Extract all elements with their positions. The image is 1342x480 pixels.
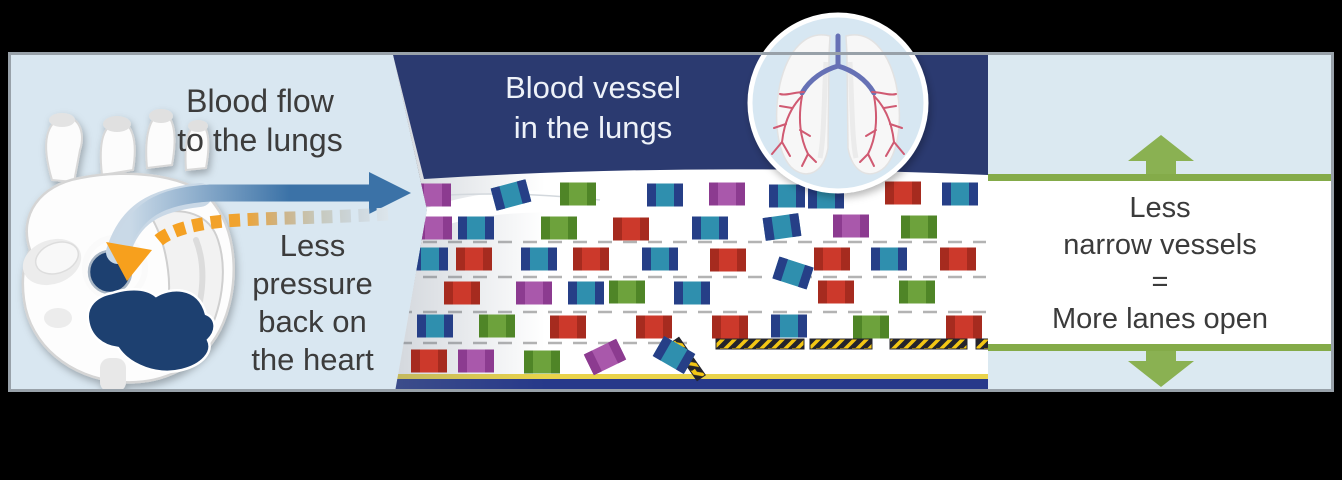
car-teal [568, 281, 604, 305]
down-arrow-icon [1128, 351, 1194, 387]
caption-line1: Less [1129, 192, 1191, 224]
car-teal [942, 182, 978, 206]
car-purple [516, 281, 552, 305]
car-red [940, 247, 976, 271]
pressure-label: Less pressure back on the heart [180, 227, 445, 379]
car-teal [458, 216, 494, 240]
car-green [524, 350, 560, 374]
car-red [885, 181, 921, 205]
car-purple [709, 182, 745, 206]
car-teal [490, 179, 532, 211]
car-red [818, 280, 854, 304]
car-purple [583, 338, 627, 376]
pressure-line2: pressure [252, 266, 373, 301]
blood-flow-line2: to the lungs [177, 122, 343, 158]
up-arrow-icon [1128, 135, 1194, 174]
car-teal [652, 336, 696, 374]
blood-flow-line1: Blood flow [186, 83, 334, 119]
car-teal [772, 256, 814, 290]
car-teal [674, 281, 710, 305]
car-teal [762, 213, 802, 241]
car-red [712, 315, 748, 339]
car-green [899, 280, 935, 304]
car-green [541, 216, 577, 240]
pressure-line4: the heart [251, 342, 374, 377]
car-red [636, 315, 672, 339]
pressure-dots-icon [106, 207, 389, 281]
car-red [411, 349, 447, 373]
right-panel-caption: Less narrow vessels = More lanes open [1000, 190, 1320, 338]
car-teal [642, 247, 678, 271]
car-red [710, 248, 746, 272]
mid-title-line1: Blood vessel [505, 70, 681, 105]
car-green [853, 315, 889, 339]
car-teal [521, 247, 557, 271]
caption-line2: narrow vessels [1063, 229, 1257, 261]
pressure-line1: Less [279, 228, 346, 263]
car-teal [647, 183, 683, 207]
car-teal [771, 314, 807, 338]
car-teal [769, 184, 805, 208]
car-teal [871, 247, 907, 271]
car-green [479, 314, 515, 338]
car-purple [458, 349, 494, 373]
blood-flow-arrow-icon [106, 172, 411, 264]
green-divider-bottom [988, 344, 1332, 351]
callout-box [988, 180, 1332, 344]
caption-line3: = [1151, 266, 1169, 298]
road-yellow-line [393, 374, 988, 379]
car-red [946, 315, 982, 339]
blood-flow-label: Blood flow to the lungs [120, 82, 400, 160]
lungs-icon [747, 12, 929, 194]
car-red [573, 247, 609, 271]
car-teal [692, 216, 728, 240]
car-red [613, 217, 649, 241]
cars-layer [411, 179, 982, 376]
car-red [550, 315, 586, 339]
green-divider-top [988, 174, 1332, 181]
car-purple [833, 214, 869, 238]
mid-title-line2: in the lungs [513, 110, 673, 145]
middle-panel-title: Blood vessel in the lungs [443, 68, 743, 148]
car-teal [417, 314, 453, 338]
caption-line4: More lanes open [1051, 303, 1269, 335]
car-red [814, 247, 850, 271]
right-panel-callout [988, 135, 1332, 387]
car-red [444, 281, 480, 305]
car-green [560, 182, 596, 206]
car-green [609, 280, 645, 304]
pressure-line3: back on [258, 304, 367, 339]
car-red [456, 247, 492, 271]
car-green [901, 215, 937, 239]
diagram-border [8, 52, 1334, 392]
